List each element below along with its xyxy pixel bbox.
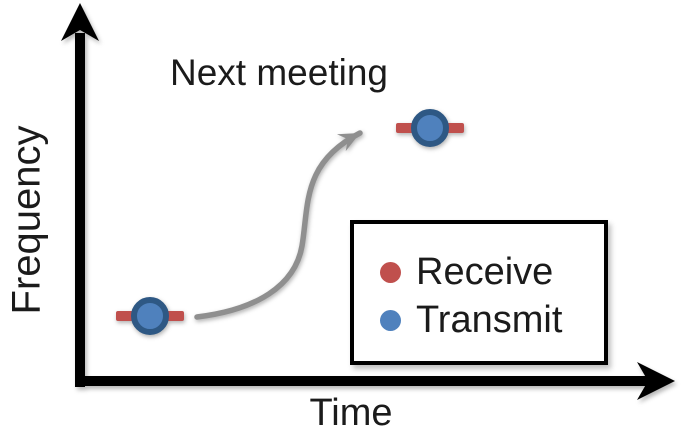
legend-label-transmit: Transmit	[416, 299, 563, 341]
x-axis-label: Time	[309, 392, 393, 434]
axes	[61, 3, 675, 400]
y-axis-arrow-icon	[61, 3, 99, 41]
legend-label-receive: Receive	[416, 251, 554, 293]
annotation-arrow-group	[194, 130, 363, 320]
transmit-dot-next	[411, 109, 449, 147]
x-axis-arrow-icon	[637, 362, 675, 400]
transmit-dot-current	[131, 297, 169, 335]
receive-dot-icon	[380, 261, 401, 283]
legend-item-transmit: Transmit	[380, 296, 604, 344]
annotation-next-meeting: Next meeting	[170, 52, 388, 93]
data-point-current	[116, 297, 184, 335]
y-axis-label: Frequency	[4, 125, 49, 315]
transmit-dot-icon	[380, 309, 401, 331]
curved-arrow	[194, 130, 363, 320]
legend-item-receive: Receive	[380, 248, 604, 296]
legend: Receive Transmit	[350, 220, 608, 365]
data-point-next-meeting	[396, 109, 464, 147]
